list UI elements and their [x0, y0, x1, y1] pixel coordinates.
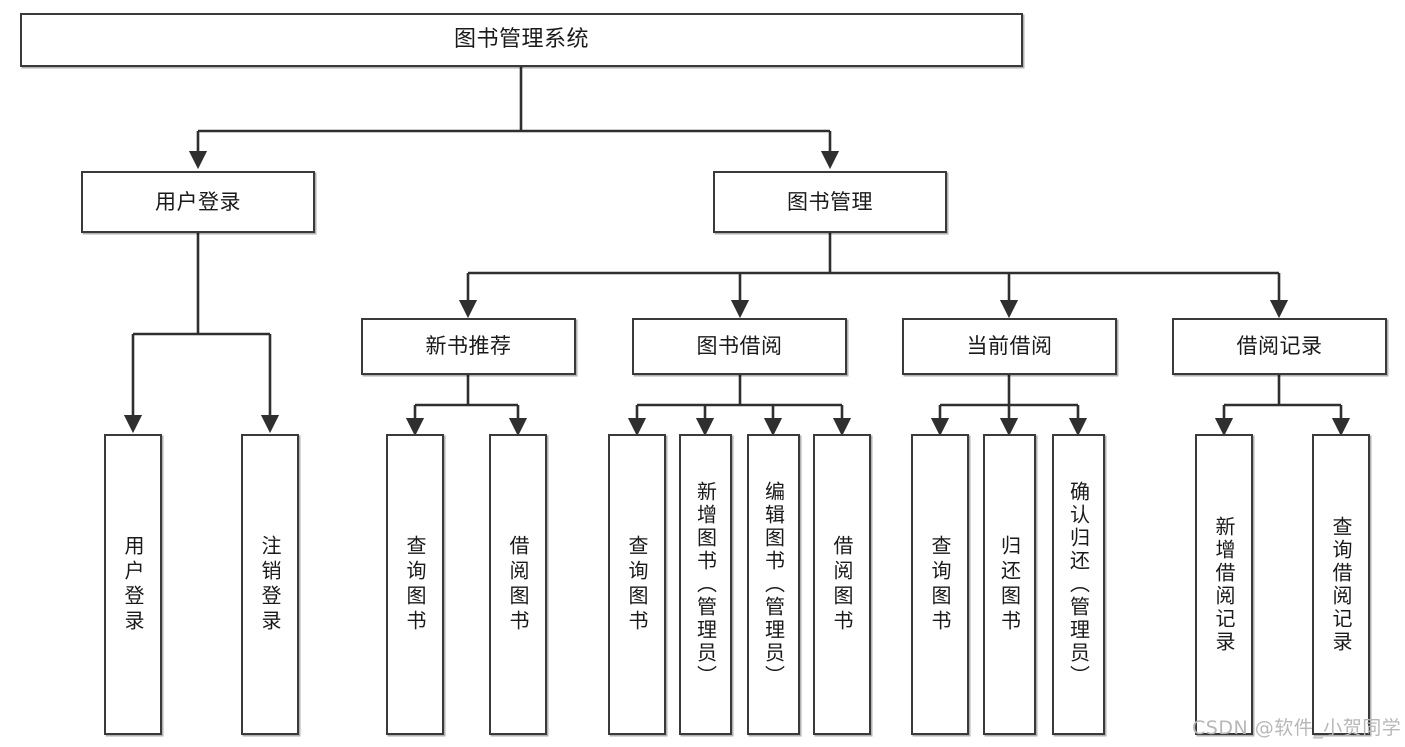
node-root-system[interactable]: 图书管理系统 — [20, 13, 1023, 67]
node-label: 确认归还（管理员） — [1066, 481, 1091, 688]
node-label: 新书推荐 — [425, 334, 512, 359]
leaf-borrow-edit-book-admin[interactable]: 编辑图书（管理员） — [747, 434, 800, 735]
node-label: 用户登录 — [155, 189, 241, 214]
node-label: 注销登录 — [258, 534, 282, 635]
csdn-watermark: CSDN @软件_小贺同学 — [1192, 717, 1402, 739]
leaf-borrow-add-book-admin[interactable]: 新增图书（管理员） — [679, 434, 732, 735]
leaf-record-query-record[interactable]: 查询借阅记录 — [1312, 434, 1370, 735]
leaf-user-login-login[interactable]: 用户登录 — [104, 434, 162, 735]
node-label: 新增图书（管理员） — [693, 481, 718, 688]
node-label: 当前借阅 — [966, 334, 1053, 359]
node-book-borrow[interactable]: 图书借阅 — [632, 318, 847, 375]
node-label: 新增借阅记录 — [1212, 515, 1236, 654]
node-book-management[interactable]: 图书管理 — [713, 171, 947, 233]
node-label: 查询图书 — [403, 534, 427, 635]
leaf-recommend-query-book[interactable]: 查询图书 — [386, 434, 444, 735]
node-label: 借阅图书 — [506, 534, 530, 635]
node-label: 图书借阅 — [696, 334, 783, 359]
leaf-user-login-logout[interactable]: 注销登录 — [241, 434, 299, 735]
node-label: 借阅记录 — [1236, 334, 1323, 359]
node-label: 图书管理 — [787, 189, 873, 214]
leaf-current-query-book[interactable]: 查询图书 — [911, 434, 969, 735]
node-label: 编辑图书（管理员） — [761, 481, 786, 688]
node-label: 用户登录 — [121, 534, 145, 635]
leaf-borrow-query-book[interactable]: 查询图书 — [608, 434, 666, 735]
node-new-book-recommend[interactable]: 新书推荐 — [361, 318, 576, 375]
node-current-borrow[interactable]: 当前借阅 — [902, 318, 1117, 375]
node-label: 查询借阅记录 — [1329, 515, 1353, 654]
leaf-borrow-borrow-book[interactable]: 借阅图书 — [813, 434, 871, 735]
leaf-recommend-borrow-book[interactable]: 借阅图书 — [489, 434, 547, 735]
leaf-record-add-record[interactable]: 新增借阅记录 — [1195, 434, 1253, 735]
node-label: 查询图书 — [928, 534, 952, 635]
node-label: 查询图书 — [625, 534, 649, 635]
leaf-current-return-book[interactable]: 归还图书 — [983, 434, 1036, 735]
node-label: 图书管理系统 — [453, 27, 589, 53]
node-borrow-record[interactable]: 借阅记录 — [1172, 318, 1387, 375]
leaf-current-confirm-return-admin[interactable]: 确认归还（管理员） — [1052, 434, 1105, 735]
node-user-login[interactable]: 用户登录 — [81, 171, 315, 233]
node-label: 归还图书 — [997, 534, 1022, 635]
node-label: 借阅图书 — [830, 534, 854, 635]
